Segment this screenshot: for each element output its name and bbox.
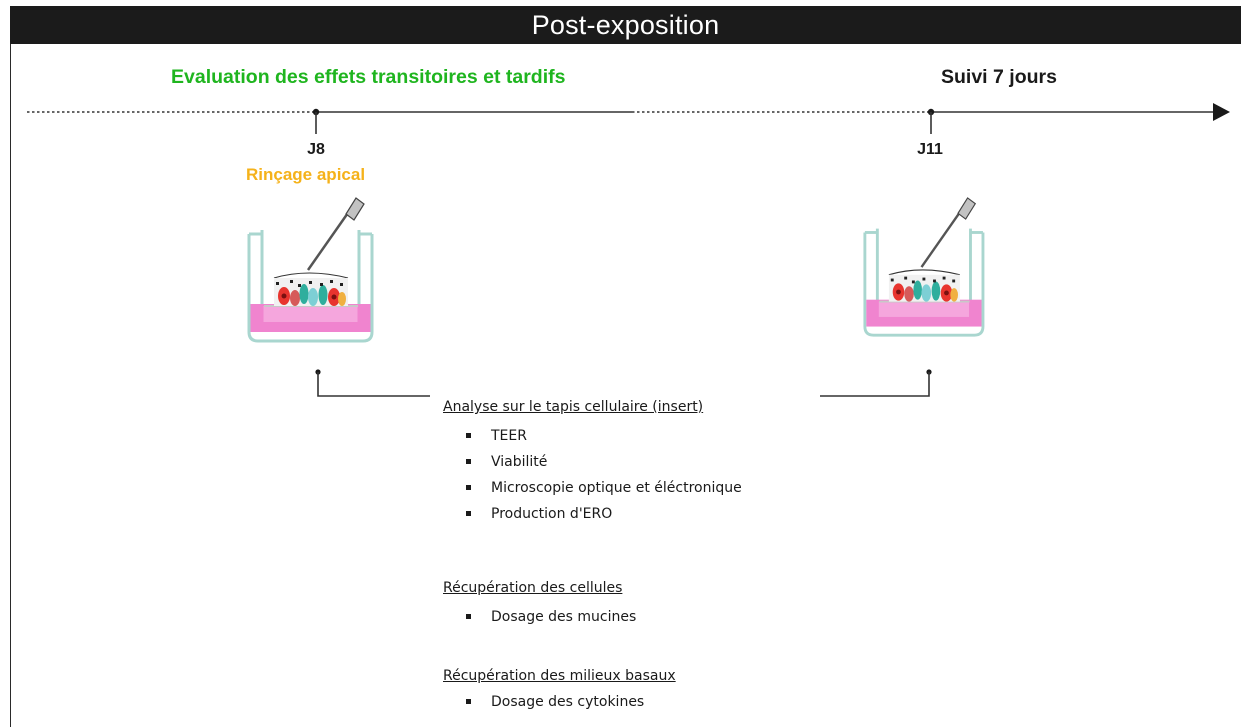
analysis-section-insert: Analyse sur le tapis cellulaire (insert)… [443,399,742,527]
cell-insert-illustration-j8 [247,197,374,343]
list-item: Production d'ERO [443,501,742,527]
list-item-label: Microscopie optique et éléctronique [491,480,742,496]
evaluation-header: Evaluation des effets transitoires et ta… [171,66,566,88]
apical-rinse-label: Rinçage apical [246,165,366,184]
list-item-label: Dosage des cytokines [491,694,645,710]
connector-left [315,369,430,397]
list-item: TEER [443,423,742,449]
bullet-square-icon [466,485,471,490]
bullet-list: TEER Viabilité Microscopie optique et él… [443,423,742,527]
list-item: Microscopie optique et éléctronique [443,475,742,501]
bullet-square-icon [466,459,471,464]
bullet-square-icon [466,433,471,438]
section-title: Récupération des milieux basaux [443,668,676,684]
tick-j11 [927,108,935,134]
list-item-label: Dosage des mucines [491,609,637,625]
day-label-j11: J11 [917,141,943,158]
follow-up-header: Suivi 7 jours [941,66,1057,88]
section-title: Récupération des cellules [443,580,623,596]
list-item-label: Viabilité [491,454,548,470]
list-item: Dosage des cytokines [443,690,676,714]
analysis-section-cells: Récupération des cellules Dosage des muc… [443,580,636,630]
list-item-label: Production d'ERO [491,506,613,522]
list-item: Viabilité [443,449,742,475]
section-title: Analyse sur le tapis cellulaire (insert) [443,399,704,415]
bullet-list: Dosage des cytokines [443,690,676,714]
analysis-section-basal-media: Récupération des milieux basaux Dosage d… [443,668,676,714]
bullet-square-icon [466,511,471,516]
connector-right [820,369,932,397]
bullet-square-icon [466,699,471,704]
bullet-list: Dosage des mucines [443,604,636,630]
timeline-arrowhead [1213,103,1230,121]
cell-insert-illustration-j11 [863,197,985,337]
list-item-label: TEER [491,428,527,444]
tick-j8 [312,108,320,134]
post-exposition-banner: Post-exposition [10,6,1241,44]
diagram-frame [10,6,1241,727]
day-label-j8: J8 [307,141,325,158]
bullet-square-icon [466,614,471,619]
list-item: Dosage des mucines [443,604,636,630]
